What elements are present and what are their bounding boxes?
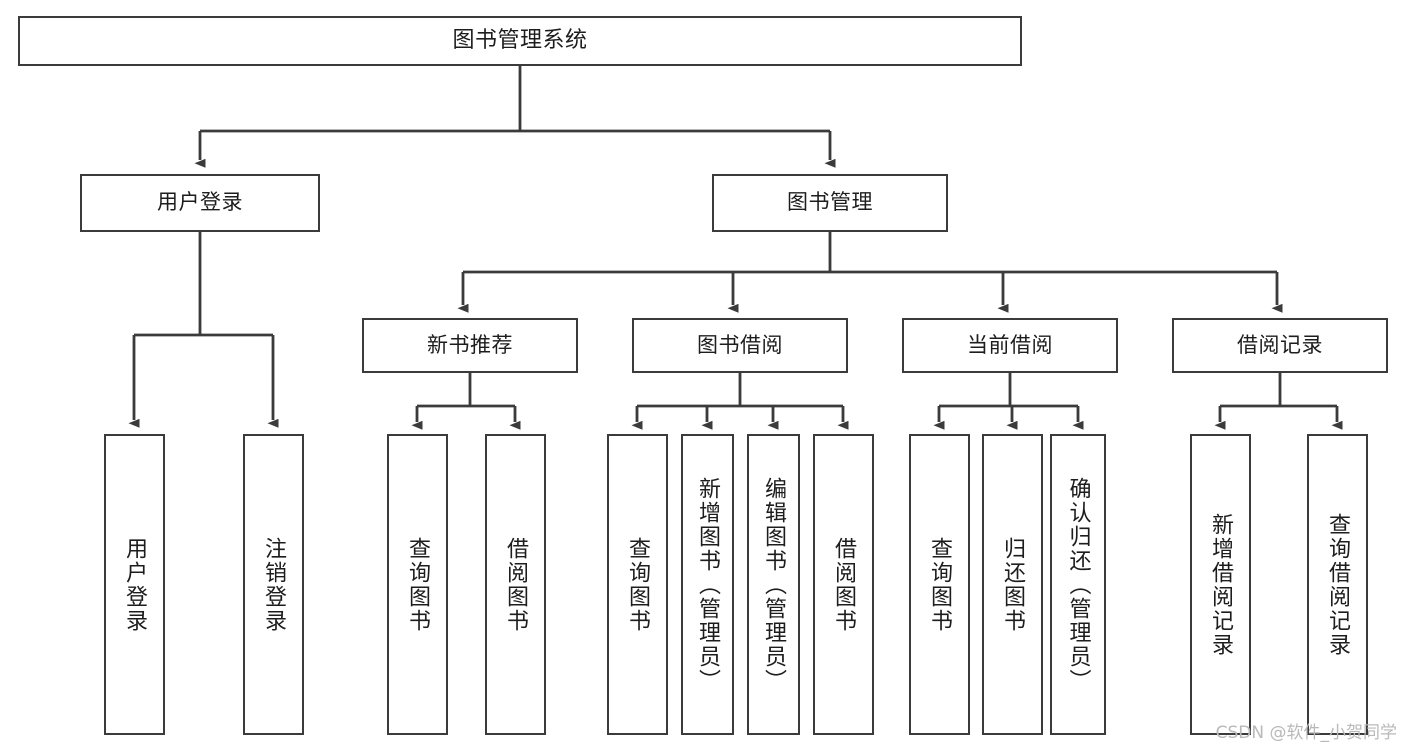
node-leaf-query-book-borrow[interactable]: 查询图书: [607, 434, 668, 735]
node-leaf-query-borrow-record[interactable]: 查询借阅记录: [1307, 434, 1368, 735]
node-book-manage[interactable]: 图书管理: [712, 174, 948, 232]
node-root-system[interactable]: 图书管理系统: [18, 16, 1022, 66]
node-borrow-record[interactable]: 借阅记录: [1172, 318, 1388, 373]
node-label: 查询图书: [927, 536, 953, 633]
node-label: 借阅记录: [1237, 332, 1323, 357]
node-label: 新增图书（管理员）: [695, 476, 721, 693]
node-leaf-logout-login[interactable]: 注销登录: [243, 434, 304, 735]
node-leaf-add-book-admin[interactable]: 新增图书（管理员）: [681, 434, 734, 735]
node-label: 图书管理系统: [452, 27, 588, 53]
node-leaf-add-borrow-record[interactable]: 新增借阅记录: [1190, 434, 1251, 735]
node-label: 图书借阅: [697, 332, 783, 357]
node-leaf-borrow-book[interactable]: 借阅图书: [813, 434, 874, 735]
node-label: 查询图书: [405, 536, 431, 633]
node-label: 图书管理: [787, 190, 873, 215]
node-current-borrow[interactable]: 当前借阅: [902, 318, 1118, 373]
node-leaf-return-book[interactable]: 归还图书: [982, 434, 1043, 735]
node-label: 借阅图书: [831, 536, 857, 633]
node-label: 新书推荐: [427, 332, 513, 357]
node-leaf-edit-book-admin[interactable]: 编辑图书（管理员）: [747, 434, 800, 735]
node-label: 当前借阅: [967, 332, 1053, 357]
node-leaf-user-login[interactable]: 用户登录: [104, 434, 165, 735]
node-label: 注销登录: [261, 536, 287, 633]
node-label: 用户登录: [157, 190, 243, 215]
node-user-login[interactable]: 用户登录: [80, 174, 320, 232]
node-leaf-query-book-current[interactable]: 查询图书: [909, 434, 970, 735]
node-label: 确认归还（管理员）: [1065, 476, 1091, 693]
node-label: 查询图书: [625, 536, 651, 633]
node-leaf-confirm-return-admin[interactable]: 确认归还（管理员）: [1050, 434, 1106, 735]
node-label: 归还图书: [1000, 536, 1026, 633]
node-label: 编辑图书（管理员）: [761, 476, 787, 693]
node-label: 借阅图书: [503, 536, 529, 633]
node-new-book-recommend[interactable]: 新书推荐: [362, 318, 578, 373]
node-label: 用户登录: [122, 536, 148, 633]
node-label: 新增借阅记录: [1208, 512, 1234, 657]
node-label: 查询借阅记录: [1325, 512, 1351, 657]
node-book-borrow[interactable]: 图书借阅: [632, 318, 848, 373]
node-leaf-borrow-book-recommend[interactable]: 借阅图书: [485, 434, 546, 735]
csdn-watermark: CSDN @软件_小贺同学: [1215, 723, 1397, 743]
node-leaf-query-book-recommend[interactable]: 查询图书: [387, 434, 448, 735]
